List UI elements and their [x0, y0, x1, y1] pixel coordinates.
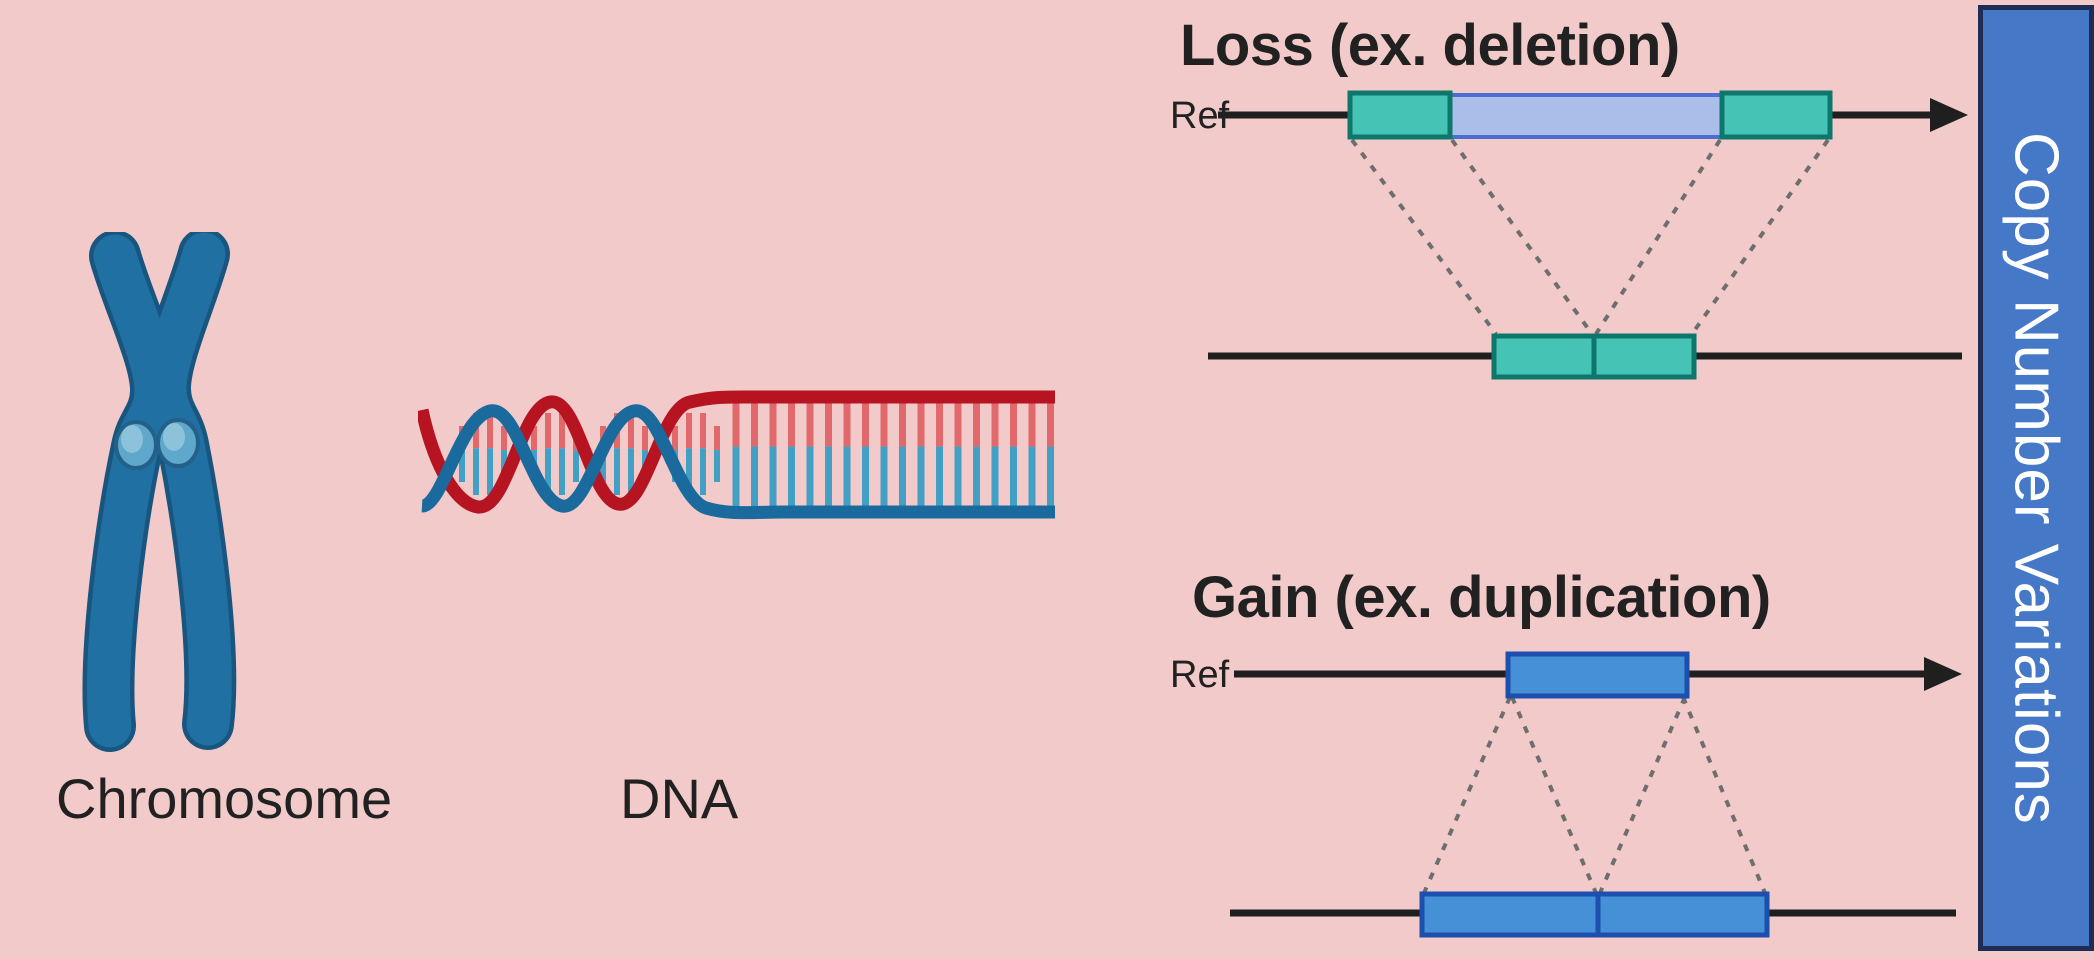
centromere-highlight: [121, 425, 143, 453]
dna-illustration: [418, 390, 1055, 520]
chromosome-illustration: [82, 232, 237, 752]
loss-deleted-segment: [1448, 93, 1724, 139]
gain-title: Gain (ex. duplication): [1192, 565, 1771, 630]
loss-kept-segment: [1719, 90, 1833, 140]
copy-number-variations-banner: Copy Number Variations: [1978, 5, 2094, 951]
dna-base-pairs: [459, 401, 1054, 507]
dna-label: DNA: [620, 767, 739, 830]
gain-result-segment: [1595, 891, 1770, 938]
gain-map-line: [1422, 696, 1512, 894]
gain-arrowhead-icon: [1924, 657, 1962, 691]
loss-arrowhead-icon: [1930, 98, 1968, 132]
gain-map-line: [1598, 696, 1687, 894]
gain-map-line: [1681, 696, 1767, 894]
banner-label: Copy Number Variations: [2001, 131, 2071, 825]
loss-result-segment: [1491, 333, 1597, 380]
loss-ref-label: Ref: [1170, 95, 1230, 137]
gain-duplicated-segment: [1505, 651, 1690, 699]
gain-diagram: [1230, 651, 1962, 938]
gain-result-segment: [1419, 891, 1601, 938]
loss-result-segment: [1591, 333, 1697, 380]
dna-red-strand: [418, 390, 1055, 514]
loss-map-line: [1450, 138, 1594, 336]
dna-blue-strand: [420, 404, 1055, 520]
loss-map-line: [1594, 138, 1722, 336]
centromere-highlight: [163, 423, 185, 451]
gain-map-line: [1510, 696, 1598, 894]
loss-title: Loss (ex. deletion): [1180, 13, 1680, 78]
loss-map-line: [1690, 138, 1830, 336]
loss-diagram: [1208, 90, 1968, 380]
gain-ref-label: Ref: [1170, 654, 1230, 696]
chromosome-label: Chromosome: [56, 767, 393, 830]
loss-kept-segment: [1347, 90, 1453, 140]
